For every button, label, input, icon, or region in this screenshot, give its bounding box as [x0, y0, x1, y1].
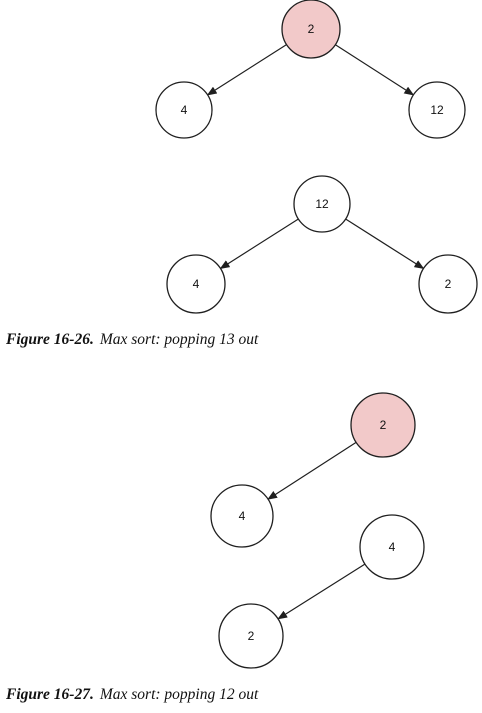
node-circle — [408, 81, 466, 139]
tree-node-a_root: 2 — [281, 0, 341, 59]
edge-b_root-to-b_right — [345, 218, 425, 270]
figure-number: Figure 16-27. — [6, 686, 94, 703]
node-circle — [210, 484, 274, 548]
node-value-label: 4 — [389, 540, 396, 554]
edges-layer — [206, 44, 425, 620]
tree-node-c_left: 4 — [210, 484, 274, 548]
node-value-label: 2 — [308, 22, 315, 36]
highlighted-node-circle — [281, 0, 341, 59]
edge-c_root-to-c_left — [267, 441, 357, 500]
node-value-label: 12 — [315, 197, 329, 211]
tree-node-d_left: 2 — [218, 603, 284, 669]
node-value-label: 4 — [181, 103, 188, 117]
node-circle — [293, 175, 351, 233]
figure-caption-text: Max sort: popping 13 out — [99, 331, 259, 348]
node-circle — [359, 514, 425, 580]
tree-node-a_right: 12 — [408, 81, 466, 139]
node-value-label: 2 — [248, 629, 255, 643]
figure-caption-16-27: Figure 16-27. Max sort: popping 12 out — [6, 686, 258, 704]
figure-number: Figure 16-26. — [6, 331, 94, 348]
node-value-label: 4 — [193, 277, 200, 291]
node-circle — [155, 81, 213, 139]
node-value-label: 4 — [239, 509, 246, 523]
edge-a_root-to-a_right — [335, 44, 415, 96]
tree-node-d_root: 4 — [359, 514, 425, 580]
figure-caption-16-26: Figure 16-26. Max sort: popping 13 out — [6, 331, 258, 349]
node-circle — [218, 603, 284, 669]
nodes-layer: 2 4 12 12 4 2 2 4 4 2 — [155, 0, 478, 669]
node-circle — [166, 254, 226, 314]
node-value-label: 12 — [430, 103, 444, 117]
tree-node-b_left: 4 — [166, 254, 226, 314]
figure-caption-text: Max sort: popping 12 out — [99, 686, 259, 703]
tree-node-b_root: 12 — [293, 175, 351, 233]
tree-node-b_right: 2 — [418, 254, 478, 314]
edge-d_root-to-d_left — [277, 563, 366, 620]
node-circle — [418, 254, 478, 314]
node-value-label: 2 — [380, 418, 387, 432]
tree-node-c_root: 2 — [350, 392, 416, 458]
edge-b_root-to-b_left — [219, 218, 299, 270]
node-value-label: 2 — [445, 277, 452, 291]
tree-node-a_left: 4 — [155, 81, 213, 139]
highlighted-node-circle — [350, 392, 416, 458]
edge-a_root-to-a_left — [206, 44, 287, 96]
